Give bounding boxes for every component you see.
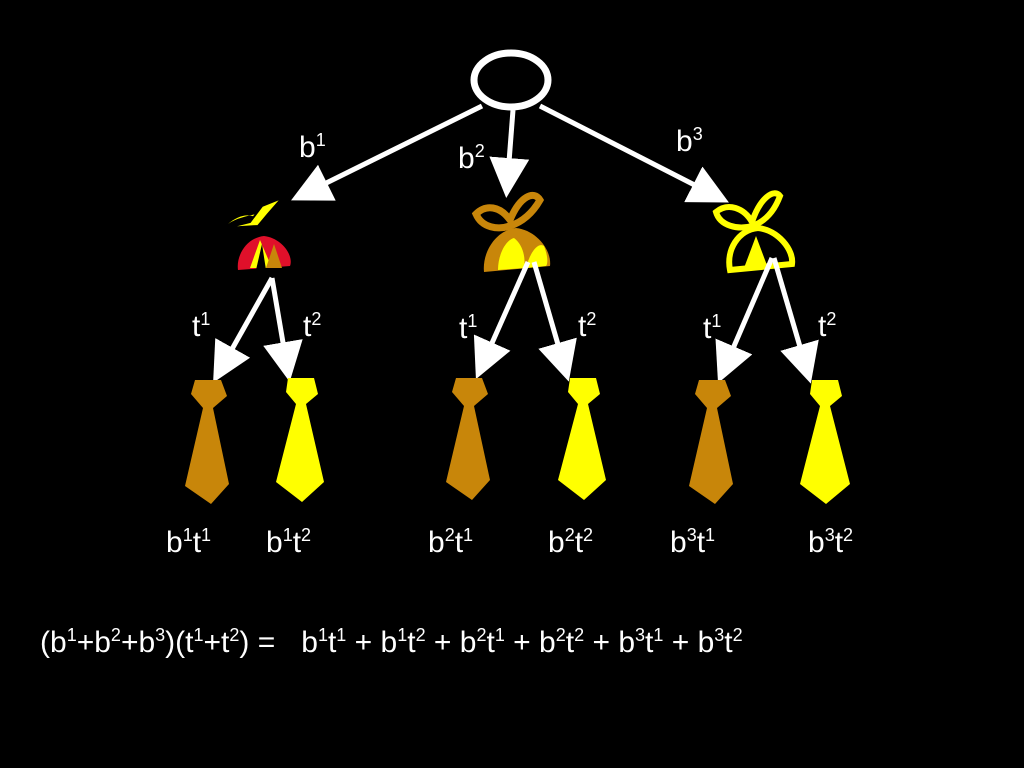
tie-b3t2-icon <box>800 380 850 504</box>
tie-b2t2-icon <box>558 378 606 500</box>
leaf-label: b3t1 <box>670 525 716 559</box>
plus-sign: + <box>584 626 619 659</box>
leaf-label: b1t2 <box>266 525 312 559</box>
arrow-b3 <box>538 103 729 203</box>
edge-label-right-t1: t1 <box>703 311 722 345</box>
edge-label-mid-t1: t1 <box>459 311 478 345</box>
formula-rhs: b1t1 + b1t2 + b2t1 + b2t2 + b3t1 + b3t2 <box>301 626 742 659</box>
tie-b1t2-icon <box>276 378 324 502</box>
formula-lhs: (b1+b2+b3)(t1+t2) = <box>40 625 276 659</box>
plus-sign: + <box>425 626 460 659</box>
arrow-b2 <box>489 109 530 198</box>
level2-arrows <box>213 257 819 384</box>
plus-sign: + <box>663 626 698 659</box>
edge-label-mid-t2: t2 <box>578 309 597 343</box>
formula-term: b1t2 <box>380 625 426 659</box>
bow-3-icon <box>712 190 796 274</box>
leaf-label: b3t2 <box>808 525 854 559</box>
plus-sign: + <box>504 626 540 659</box>
leaf-label: b1t1 <box>166 525 212 559</box>
leaf-label: b2t2 <box>548 525 594 559</box>
formula-term: b1t1 <box>301 625 347 659</box>
formula-term: b3t2 <box>697 625 743 659</box>
edge-label-b3: b3 <box>676 124 703 158</box>
leaf-label: b2t1 <box>428 525 474 559</box>
formula-term: b2t2 <box>539 625 585 659</box>
root-node <box>470 49 552 111</box>
formula-term: b2t1 <box>459 625 505 659</box>
bow-2-icon <box>471 192 551 272</box>
edge-label-b1: b1 <box>299 130 326 164</box>
tie-b1t1-icon <box>185 380 229 504</box>
edge-label-right-t2: t2 <box>818 309 837 343</box>
tie-b2t1-icon <box>446 378 490 500</box>
edge-label-left-t1: t1 <box>192 309 211 343</box>
edge-label-left-t2: t2 <box>303 309 322 343</box>
plus-sign: + <box>346 626 381 659</box>
arrow-b1 <box>291 103 484 201</box>
expansion-formula: (b1+b2+b3)(t1+t2) = b1t1 + b1t2 + b2t1 + … <box>40 625 743 659</box>
tie-b3t1-icon <box>689 380 733 504</box>
formula-term: b3t1 <box>618 625 664 659</box>
edge-label-b2: b2 <box>458 141 485 175</box>
bow-1-icon <box>225 197 291 270</box>
